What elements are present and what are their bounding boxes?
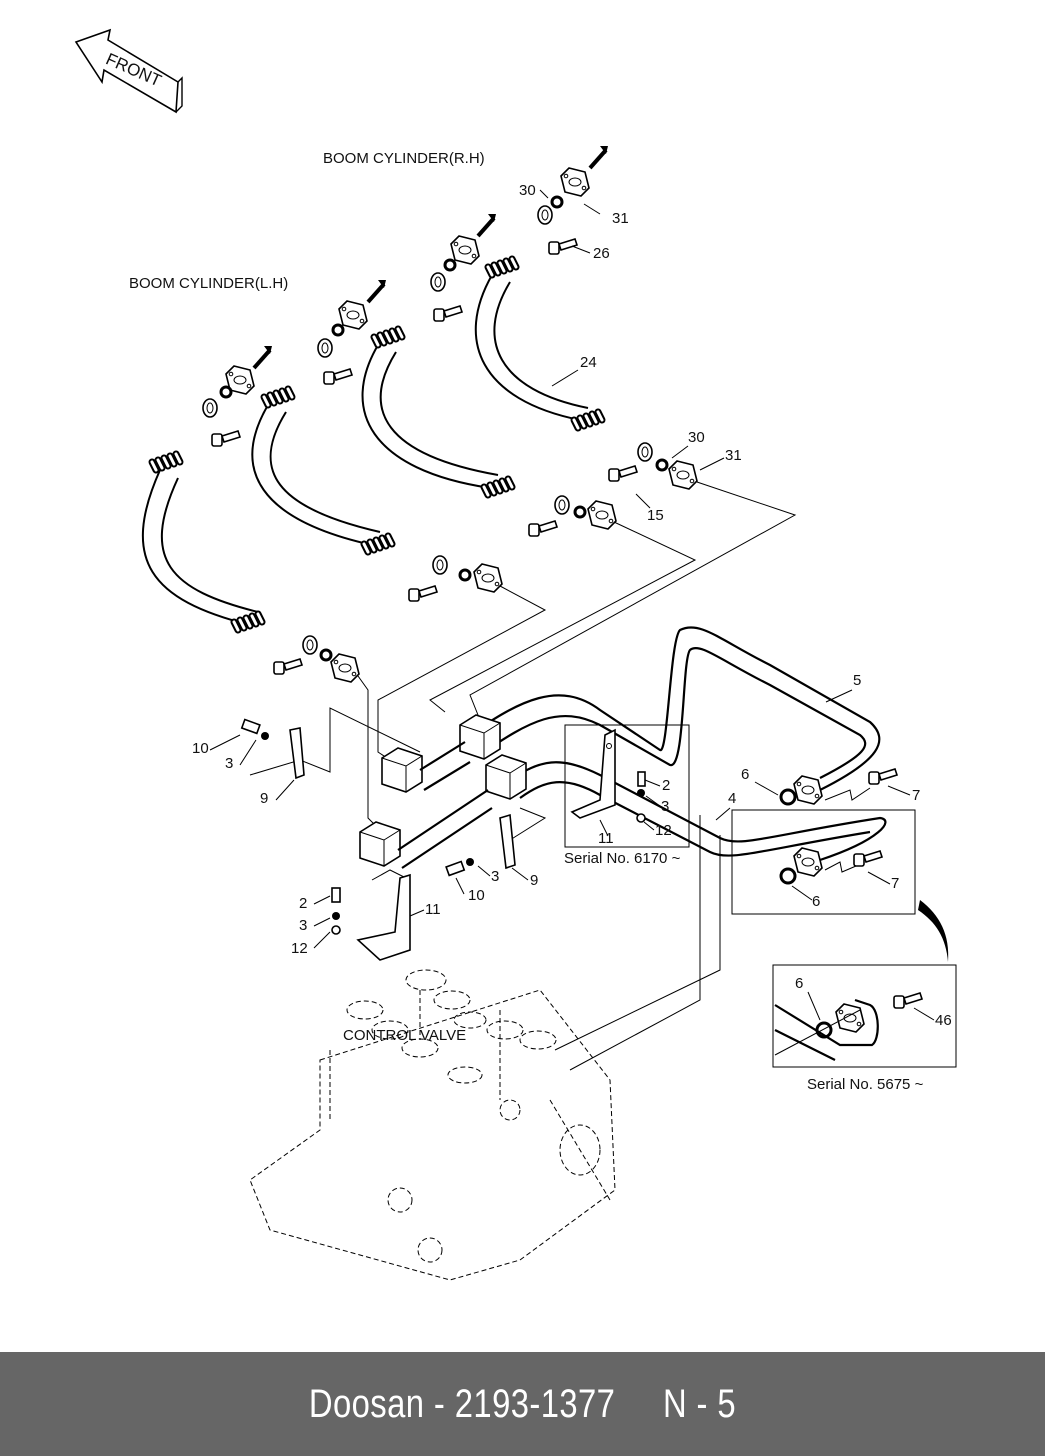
callout-12-bracket: 12 <box>291 940 308 957</box>
callout-30: 30 <box>519 182 536 199</box>
callout-3-left: 3 <box>225 755 233 772</box>
serial-6170-box <box>564 724 690 848</box>
center-clamp-set <box>445 813 516 877</box>
parts-diagram: FRONT BOOM CYLINDER(R.H) BOOM CYLINDER(L… <box>74 28 957 1281</box>
hose-assembly-2 <box>251 280 503 602</box>
caption-boom-cylinder-rh: BOOM CYLINDER(R.H) <box>323 150 485 167</box>
callout-12-serial: 12 <box>655 822 672 839</box>
callout-31-mid: 31 <box>725 447 742 464</box>
leader-lines <box>249 481 797 881</box>
callout-11-serial: 11 <box>598 830 614 847</box>
callout-3-center: 3 <box>491 868 499 885</box>
callout-10-left: 10 <box>192 740 209 757</box>
callout-3-bracket: 3 <box>299 917 307 934</box>
callout-6-lower: 6 <box>812 893 820 910</box>
footer-banner: Doosan - 2193-1377 N - 5 <box>0 1352 1045 1456</box>
callout-7-upper: 7 <box>912 787 920 804</box>
detail-pointer-arrow-icon <box>918 900 949 962</box>
tube-end-flanges <box>779 768 898 885</box>
hose-assembly-3 <box>361 214 617 537</box>
callout-6-detail: 6 <box>795 975 803 992</box>
callout-7-lower: 7 <box>891 875 899 892</box>
callout-2-bracket: 2 <box>299 895 307 912</box>
detail-5675-parts <box>774 992 923 1061</box>
callout-2-serial: 2 <box>662 777 670 794</box>
front-arrow-icon: FRONT <box>74 28 183 114</box>
tube-4 <box>509 761 887 862</box>
control-valve <box>249 815 721 1281</box>
callouts: 30 31 26 24 30 31 15 5 4 6 7 6 7 6 46 10… <box>192 182 952 1029</box>
callout-24: 24 <box>580 354 597 371</box>
callout-4: 4 <box>728 790 736 807</box>
callout-3-serial: 3 <box>661 798 669 815</box>
callout-9-center: 9 <box>530 872 538 889</box>
tube-5 <box>469 626 881 791</box>
callout-26: 26 <box>593 245 610 262</box>
callout-leaders <box>209 189 935 1021</box>
hose-assembly-1 <box>142 346 360 683</box>
lower-bracket-set <box>331 873 411 961</box>
callout-30-mid: 30 <box>688 429 705 446</box>
footer-part-number: Doosan - 2193-1377 N - 5 <box>308 1381 737 1426</box>
callout-15: 15 <box>647 507 664 524</box>
serial-5675-box <box>772 964 957 1068</box>
left-clamp-set <box>240 718 305 780</box>
caption-control-valve: CONTROL VALVE <box>343 1027 466 1044</box>
callout-9-left: 9 <box>260 790 268 807</box>
caption-serial-6170: Serial No. 6170 ~ <box>564 850 681 867</box>
caption-serial-5675: Serial No. 5675 ~ <box>807 1076 924 1093</box>
hose-assembly-4 <box>474 146 698 490</box>
callout-11-bracket: 11 <box>425 901 441 918</box>
callout-5: 5 <box>853 672 861 689</box>
callout-6-upper: 6 <box>741 766 749 783</box>
callout-31: 31 <box>612 210 629 227</box>
serial-6170-bracket <box>570 728 646 823</box>
callout-46: 46 <box>935 1012 952 1029</box>
callout-10-center: 10 <box>468 887 485 904</box>
caption-boom-cylinder-lh: BOOM CYLINDER(L.H) <box>129 275 288 292</box>
tube-blocks <box>359 714 527 869</box>
serial-lower-tube-box <box>731 809 916 915</box>
